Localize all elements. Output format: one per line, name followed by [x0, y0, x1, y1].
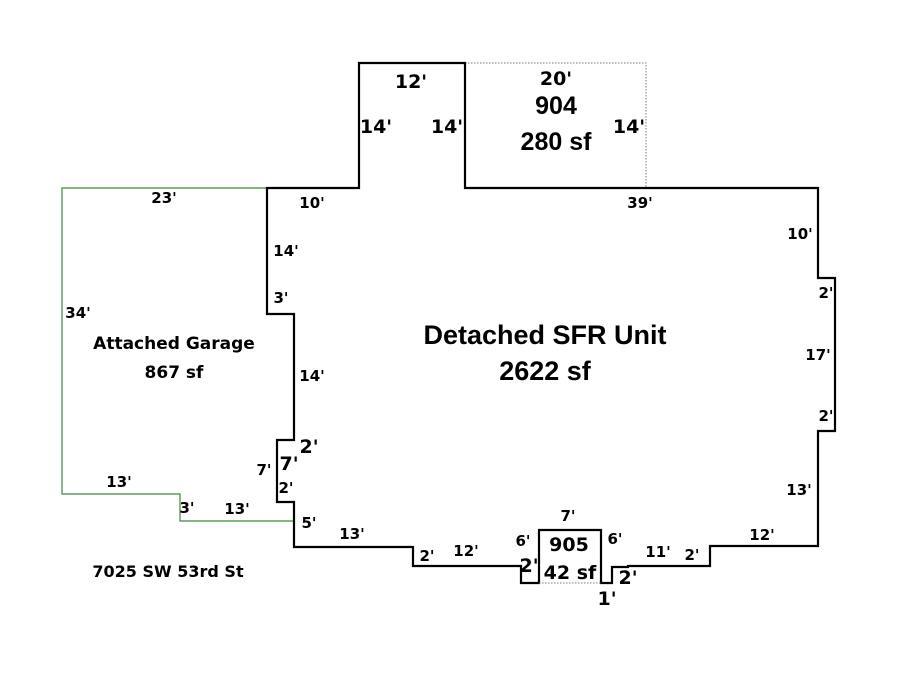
dim-label: 12': [453, 542, 478, 560]
dim-label: 23': [151, 189, 176, 207]
dim-label: 5': [301, 514, 316, 532]
garage-outline: [61, 187, 294, 522]
dim-label: 7': [256, 461, 271, 479]
dim-label: 13': [786, 481, 811, 499]
dim-label: 2': [818, 284, 833, 302]
dim-label: 14': [431, 116, 463, 138]
addition-905-area: 42 sf: [544, 562, 597, 584]
dim-label: 7': [560, 507, 575, 525]
addition-904-dotted-outline: [465, 62, 647, 188]
garage-area: 867 sf: [145, 363, 205, 383]
dim-label: 11': [645, 543, 670, 561]
dim-label: 13': [106, 473, 131, 491]
dim-label: 2': [299, 436, 318, 458]
dim-label: 13': [339, 525, 364, 543]
dim-label: 1': [597, 588, 616, 610]
dim-label: 6': [515, 532, 530, 550]
property-address: 7025 SW 53rd St: [92, 562, 244, 581]
dim-label: 10': [787, 225, 812, 243]
dim-label: 17': [805, 346, 830, 364]
dim-label: 3': [273, 289, 288, 307]
dim-label: 34': [65, 304, 90, 322]
dim-label: 10': [299, 194, 324, 212]
dim-label: 20': [540, 68, 572, 90]
dim-label: 13': [224, 500, 249, 518]
dim-label: 2': [684, 546, 699, 564]
dim-label: 2': [278, 479, 293, 497]
addition-905-code: 905: [549, 534, 589, 556]
main-sfr-outline: [265, 61, 837, 585]
dim-label: 14': [613, 116, 645, 138]
dim-label: 2': [419, 547, 434, 565]
dim-label: 2': [618, 567, 637, 589]
addition-904-code: 904: [535, 92, 577, 120]
dim-label: 14': [360, 116, 392, 138]
main-unit-name: Detached SFR Unit: [423, 320, 666, 350]
dim-label: 6': [607, 530, 622, 548]
dim-label: 14': [299, 367, 324, 385]
dim-label: 2': [818, 407, 833, 425]
dim-label: 39': [627, 194, 652, 212]
garage-name: Attached Garage: [93, 334, 255, 354]
dim-label: 12': [395, 71, 427, 93]
dim-label: 12': [749, 526, 774, 544]
dim-label: 14': [273, 242, 298, 260]
main-unit-area: 2622 sf: [499, 356, 592, 386]
dim-label: 3': [179, 499, 194, 517]
dim-label: 7': [279, 453, 298, 475]
addition-904-area: 280 sf: [521, 128, 593, 156]
dim-label: 2': [519, 555, 538, 577]
